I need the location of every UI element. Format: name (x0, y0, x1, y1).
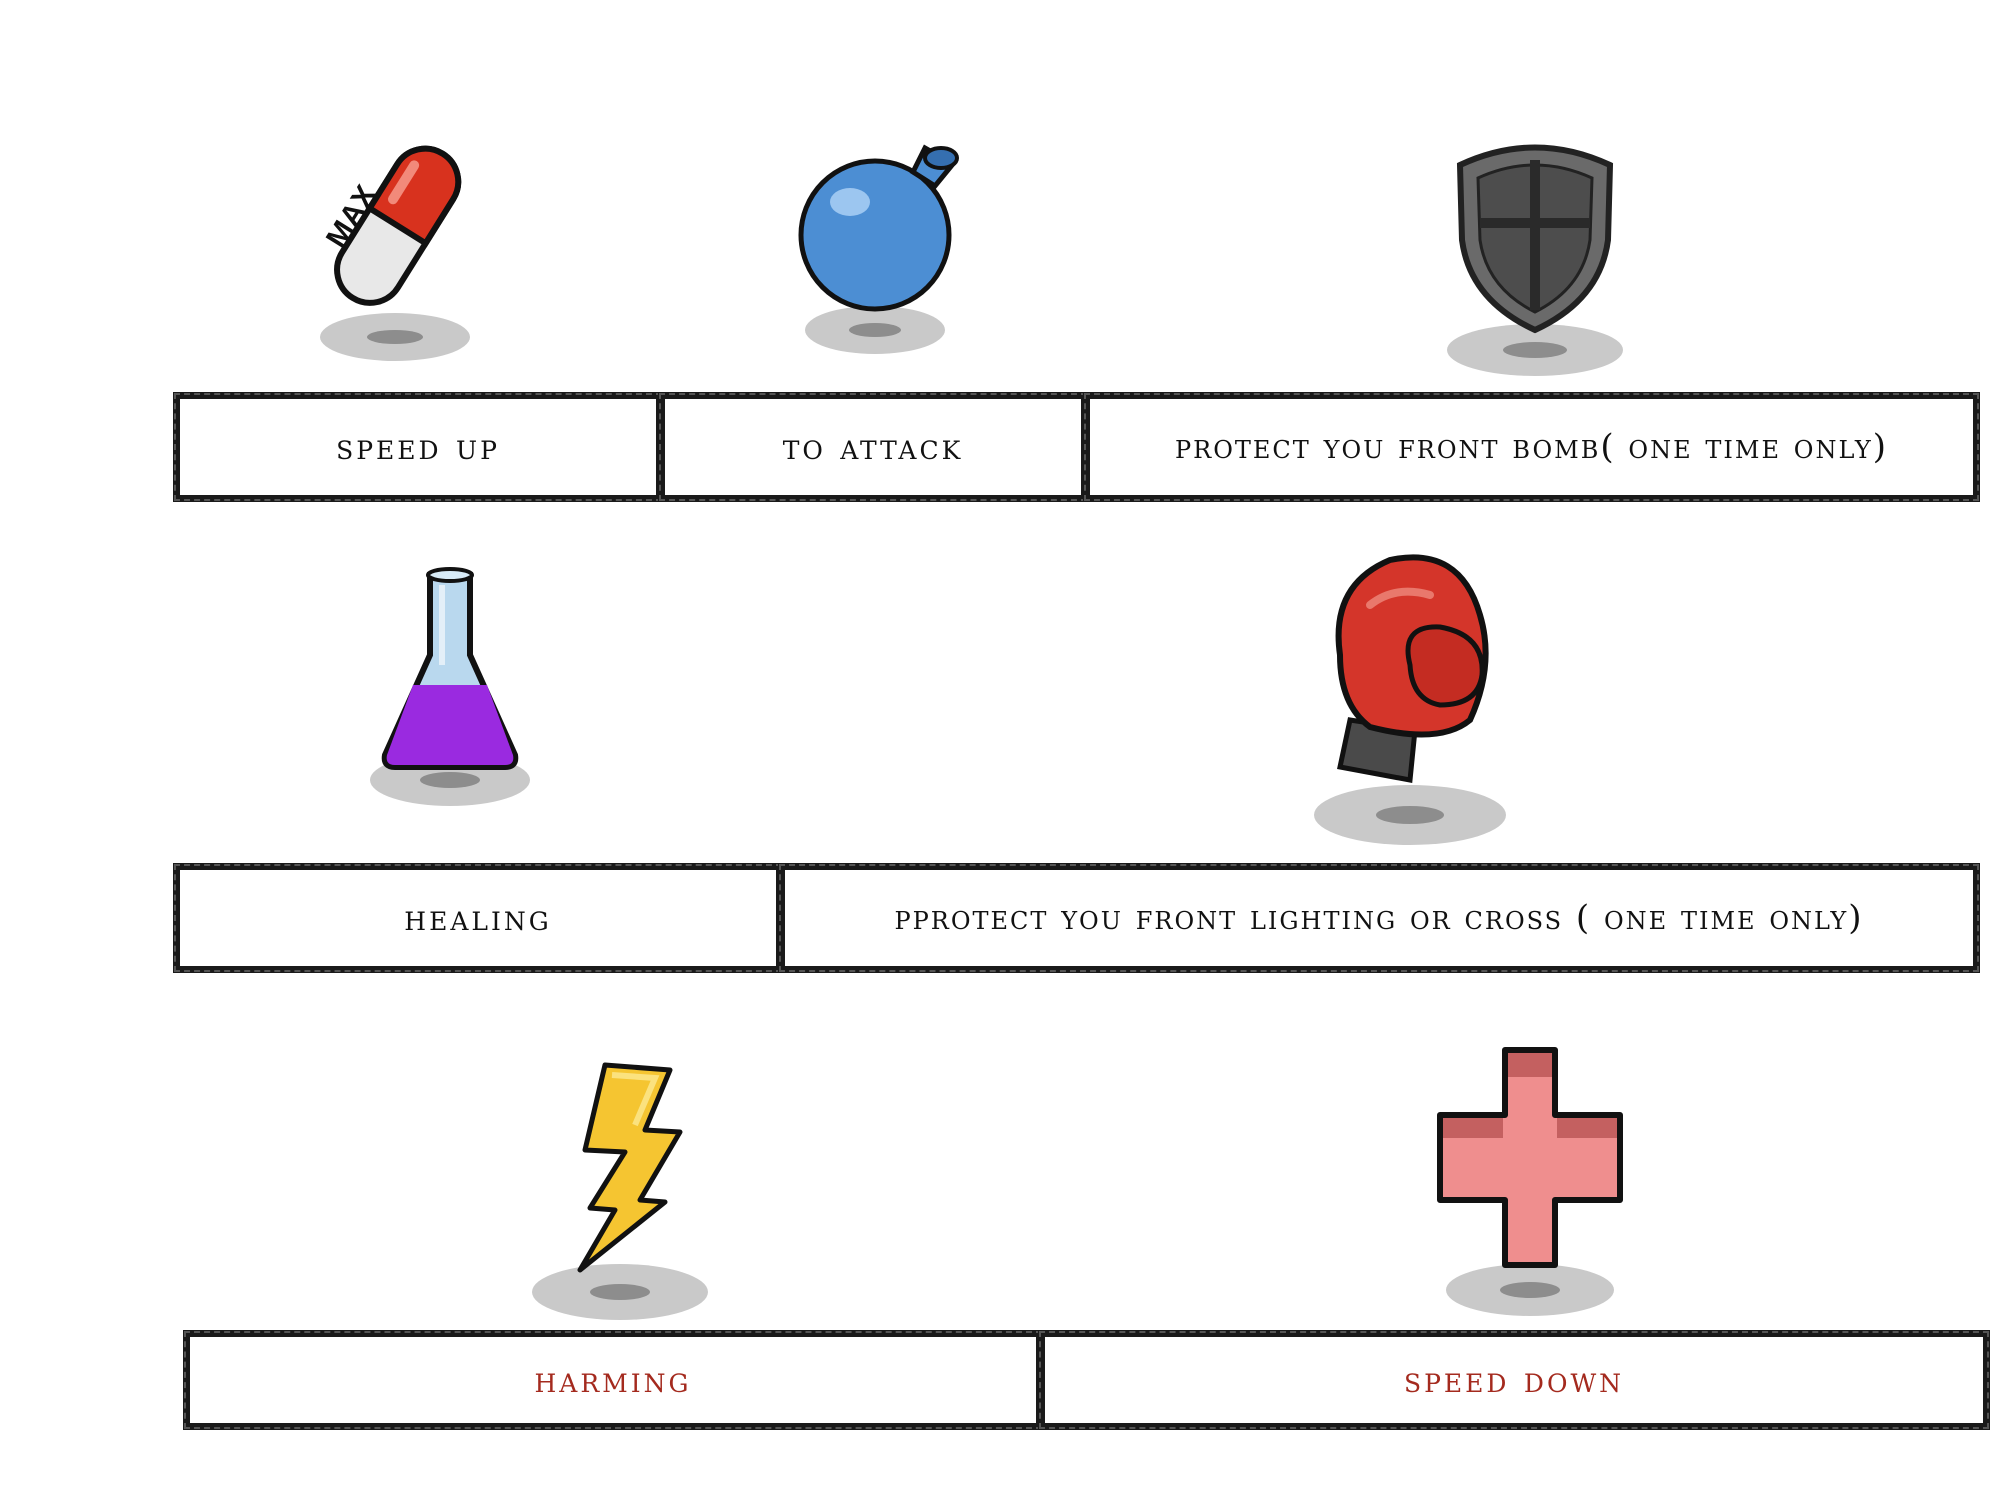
boxing-glove-item (1310, 554, 1520, 855)
flask-item (365, 565, 535, 815)
bomb-icon (798, 144, 959, 354)
protect-lightning-label: PPROTECT YOU FRONT LIGHTING OR CROSS ( O… (894, 898, 1864, 938)
pill-item: MAX (310, 130, 480, 370)
flask-icon (370, 567, 530, 806)
speed-down-label-box: SPEED DOWN (1038, 1330, 1990, 1430)
lightning-icon (532, 1062, 708, 1320)
speed-up-label: SPEED UP (336, 426, 500, 468)
boxing-glove-icon (1314, 554, 1506, 845)
lightning-item (530, 1060, 710, 1330)
protect-bomb-label-box: PROTECT YOU FRONT BOMB( ONE TIME ONLY) (1083, 392, 1980, 502)
healing-label-box: HEALING (173, 863, 783, 973)
protect-bomb-label: PROTECT YOU FRONT BOMB( ONE TIME ONLY) (1175, 427, 1888, 467)
bomb-item (795, 140, 965, 360)
shield-icon (1447, 144, 1623, 376)
to-attack-label-box: TO ATTACK (658, 392, 1088, 502)
cross-item (1430, 1045, 1630, 1325)
healing-label: HEALING (404, 897, 552, 939)
shield-item (1440, 140, 1630, 380)
pill-icon: MAX (320, 145, 470, 361)
to-attack-label: TO ATTACK (782, 426, 964, 468)
speed-down-label: SPEED DOWN (1403, 1359, 1625, 1401)
harming-label-box: HARMING (183, 1330, 1043, 1430)
speed-up-label-box: SPEED UP (173, 392, 663, 502)
harming-label: HARMING (534, 1359, 692, 1401)
protect-lightning-label-box: PPROTECT YOU FRONT LIGHTING OR CROSS ( O… (778, 863, 1980, 973)
cross-icon (1437, 1047, 1623, 1316)
